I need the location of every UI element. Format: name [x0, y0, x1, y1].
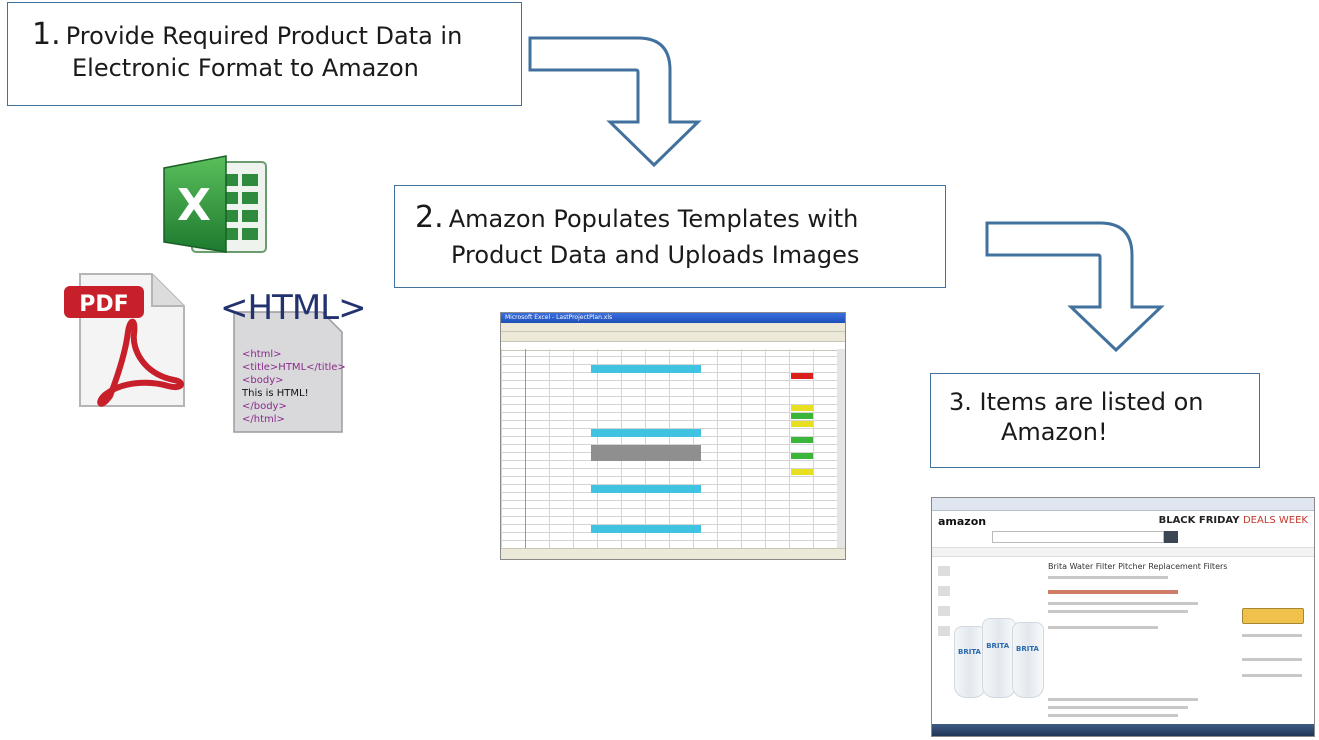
step-3-line-1: 3. Items are listed on	[949, 388, 1204, 416]
code-line: <body>	[242, 375, 284, 386]
html-document-icon: <HTML> <html> <title>HTML</title> <body>…	[220, 288, 367, 434]
product-thumbnails	[938, 566, 950, 686]
spreadsheet-grid	[501, 349, 837, 549]
step-3-line-2: Amazon!	[1001, 418, 1108, 446]
amazon-nav-bar	[932, 548, 1314, 557]
svg-text:X: X	[177, 180, 211, 231]
pdf-icon: PDF	[64, 273, 185, 407]
svg-text:PDF: PDF	[79, 292, 128, 317]
spreadsheet-screenshot: Microsoft Excel - LastProjectPlan.xls	[500, 312, 846, 560]
step-1-box: 1. Provide Required Product Data in Elec…	[7, 2, 522, 106]
flow-arrow-1	[528, 36, 702, 168]
step-2-line-1: 2. Amazon Populates Templates with	[415, 200, 859, 235]
code-line: <title>HTML</title>	[242, 362, 346, 373]
html-heading: <HTML>	[220, 288, 367, 328]
product-image: BRITA BRITA BRITA	[954, 608, 1044, 698]
step-2-line-2: Product Data and Uploads Images	[451, 241, 860, 269]
add-to-cart-button	[1242, 608, 1304, 624]
step-1-line-2: Electronic Format to Amazon	[72, 54, 419, 82]
banner-accent: DEALS WEEK	[1242, 515, 1308, 526]
product-title: Brita Water Filter Pitcher Replacement F…	[1048, 562, 1228, 571]
spreadsheet-menu-bar	[501, 323, 845, 332]
amazon-header: amazon BLACK FRIDAY DEALS WEEK	[932, 511, 1314, 548]
step-1-line-1: 1. Provide Required Product Data in	[32, 17, 463, 52]
amazon-logo: amazon	[938, 515, 987, 528]
browser-address-bar	[932, 498, 1314, 511]
windows-taskbar	[932, 724, 1314, 736]
amazon-listing-screenshot: amazon BLACK FRIDAY DEALS WEEK Brita Wat…	[931, 497, 1315, 737]
price-line	[1048, 590, 1178, 594]
code-line: </body>	[242, 401, 287, 412]
code-line: <html>	[242, 349, 282, 360]
flow-arrow-2	[985, 221, 1165, 353]
code-line: </html>	[242, 414, 285, 425]
step-3-box: 3. Items are listed on Amazon!	[930, 373, 1260, 468]
spreadsheet-toolbar	[501, 332, 845, 342]
step-2-box: 2. Amazon Populates Templates with Produ…	[394, 185, 946, 288]
black-friday-banner: BLACK FRIDAY DEALS WEEK	[1159, 515, 1308, 526]
html-code-lines: <html> <title>HTML</title> <body> This i…	[242, 348, 346, 426]
excel-icon: X	[163, 155, 267, 253]
spreadsheet-status-bar	[501, 548, 845, 559]
banner-main: BLACK FRIDAY	[1158, 515, 1240, 526]
spreadsheet-title: Microsoft Excel - LastProjectPlan.xls	[501, 313, 845, 323]
code-line: This is HTML!	[242, 388, 309, 399]
spreadsheet-scrollbar	[837, 349, 845, 549]
